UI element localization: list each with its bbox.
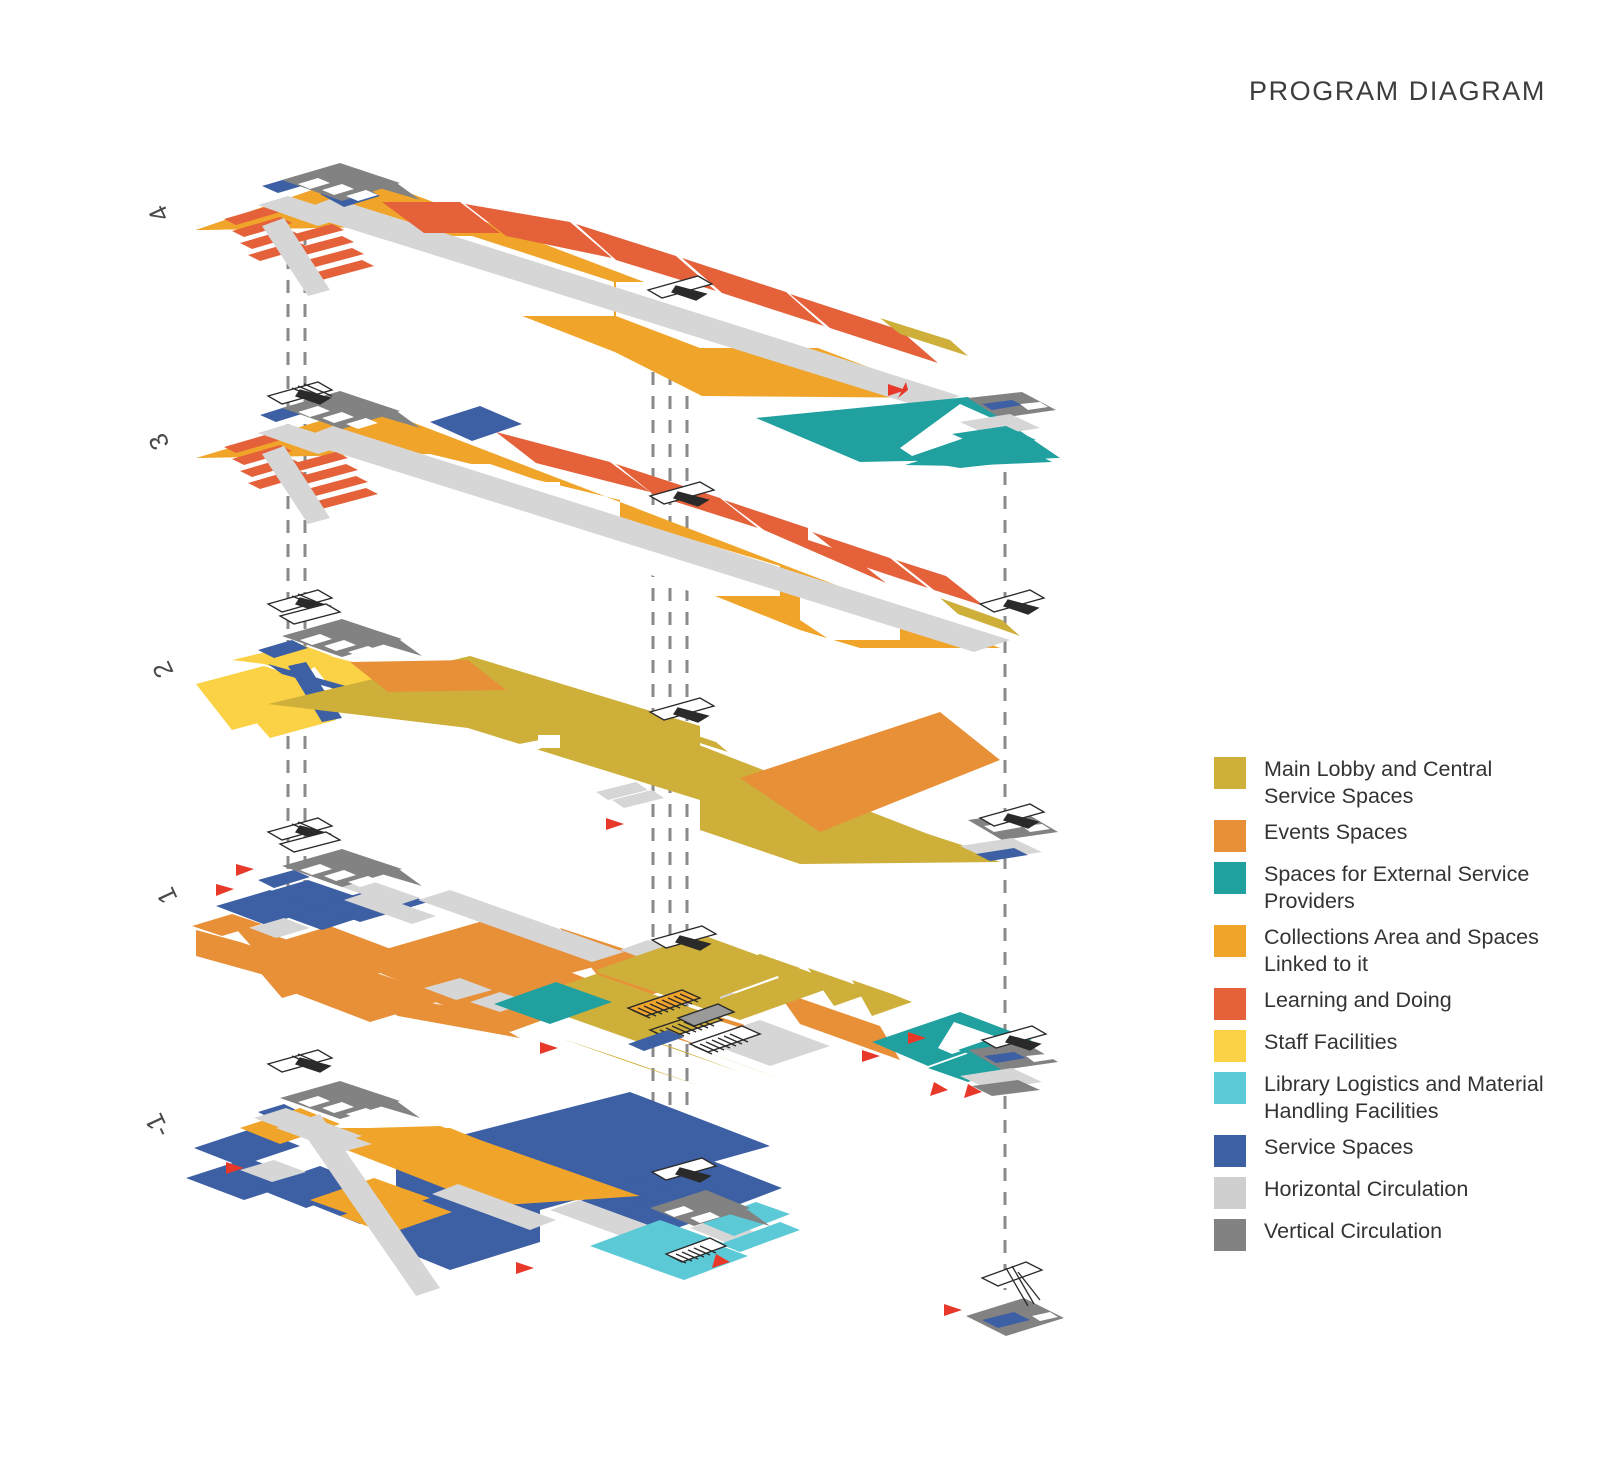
legend-swatch-events	[1214, 820, 1246, 852]
level-m1-slab	[186, 1081, 800, 1296]
atrium-void	[338, 236, 614, 316]
level-2-slab	[196, 619, 1058, 864]
zone-learning-a	[496, 432, 650, 492]
zone-learning-c	[576, 224, 716, 291]
zone-vertical-circulation-core-right	[650, 1190, 770, 1226]
zone-learning-d	[682, 258, 824, 326]
legend-label-staff: Staff Facilities	[1264, 1030, 1398, 1054]
zone-horizontal-circulation-local	[258, 424, 350, 524]
zone-lobby-tail	[880, 318, 968, 356]
zone-learning-b	[465, 204, 612, 258]
legend-label-external: Spaces for External Service Providers	[1264, 862, 1530, 913]
zone-vertical-circulation-core	[282, 163, 420, 201]
legend-swatch-service	[1214, 1135, 1246, 1167]
legend-label-vcirc: Vertical Circulation	[1264, 1219, 1443, 1243]
zone-external-service-providers-a	[494, 982, 612, 1024]
legend-item-collections: Collections Area and Spaces Linked to it	[1214, 924, 1574, 978]
entry-arrow-markers	[216, 382, 982, 1316]
zone-service-b	[430, 406, 522, 441]
zone-lobby-cells	[492, 672, 728, 752]
zone-learning-e	[896, 560, 984, 606]
zone-learning-d	[812, 532, 928, 588]
zone-horizontal-circulation-spine	[296, 198, 960, 408]
legend-label-service: Service Spaces	[1264, 1135, 1414, 1159]
legend-item-logistics: Library Logistics and Material Handling …	[1214, 1071, 1574, 1125]
legend-label-events: Events Spaces	[1264, 820, 1408, 844]
level-4-slab	[196, 163, 968, 408]
legend-item-hcirc: Horizontal Circulation	[1214, 1176, 1574, 1209]
zone-vertical-circulation-core	[282, 849, 422, 887]
legend-item-lobby: Main Lobby and Central Service Spaces	[1214, 756, 1574, 810]
legend-swatch-vcirc	[1214, 1219, 1246, 1251]
legend-label-logistics: Library Logistics and Material Handling …	[1264, 1072, 1544, 1123]
legend-label-lobby: Main Lobby and Central Service Spaces	[1264, 757, 1493, 808]
legend-item-vcirc: Vertical Circulation	[1214, 1218, 1574, 1251]
zone-learning-e	[790, 294, 938, 363]
zone-learning-c	[724, 500, 886, 583]
zone-learning-a	[382, 202, 500, 233]
page-title: PROGRAM DIAGRAM	[1248, 76, 1546, 106]
level-1-slab	[192, 849, 1058, 1096]
legend-swatch-logistics	[1214, 1072, 1246, 1104]
legend-item-external: Spaces for External Service Providers	[1214, 861, 1574, 915]
zone-lobby-right	[940, 598, 1020, 636]
zone-events	[350, 660, 506, 692]
isolated-vertical-core	[966, 1261, 1064, 1336]
legend-swatch-external	[1214, 862, 1246, 894]
legend-swatch-hcirc	[1214, 1177, 1246, 1209]
stair-escalator-cluster	[626, 989, 762, 1055]
atrium-void	[498, 740, 556, 778]
inter-floor-stair-symbols	[266, 275, 1048, 1183]
legend-label-collections: Collections Area and Spaces Linked to it	[1264, 925, 1539, 976]
legend-swatch-staff	[1214, 1030, 1246, 1062]
atrium-void-2	[538, 735, 560, 748]
zone-events-main	[740, 712, 1000, 832]
legend-label-hcirc: Horizontal Circulation	[1264, 1177, 1469, 1201]
zone-horizontal-circulation	[240, 1108, 760, 1296]
zone-vertical-circulation-core-left	[280, 1081, 420, 1119]
zone-vertical-circulation-core	[282, 619, 422, 657]
zone-horizontal-circulation-local	[258, 196, 350, 296]
legend-item-service: Service Spaces	[1214, 1134, 1574, 1167]
zone-horizontal-circulation	[596, 782, 664, 808]
level3-right-core	[952, 392, 1056, 448]
legend-label-learning: Learning and Doing	[1264, 988, 1452, 1012]
zone-library-logistics	[590, 1202, 800, 1280]
legend-swatch-lobby	[1214, 757, 1246, 789]
zone-horizontal-circulation-spine	[296, 426, 1010, 652]
legend-item-learning: Learning and Doing	[1214, 987, 1574, 1020]
legend-item-staff: Staff Facilities	[1214, 1029, 1574, 1062]
legend-item-events: Events Spaces	[1214, 819, 1574, 852]
stair-symbol-basement	[664, 1237, 728, 1264]
legend-swatch-learning	[1214, 988, 1246, 1020]
level1-right-core	[960, 1042, 1058, 1096]
legend-swatch-collections	[1214, 925, 1246, 957]
